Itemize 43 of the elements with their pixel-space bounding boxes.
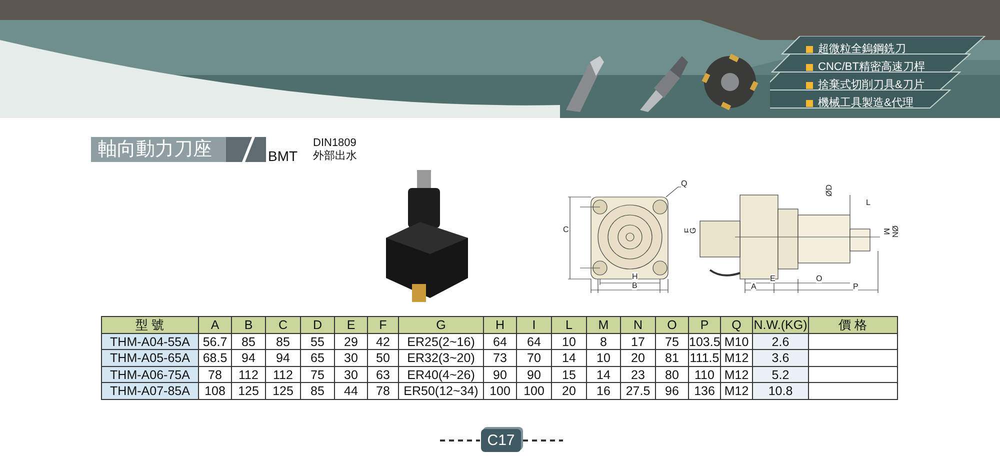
dimension-label: L bbox=[866, 198, 870, 207]
dimension-label: B bbox=[632, 281, 638, 290]
column-header: I bbox=[516, 316, 552, 334]
dimension-label: ØN bbox=[890, 226, 900, 238]
dimension-label: E bbox=[770, 274, 776, 283]
list-item: 超微粒全鎢鋼銑刀 bbox=[818, 42, 906, 57]
column-header: D bbox=[300, 316, 335, 334]
column-header: N bbox=[620, 316, 656, 334]
standard-note: DIN1809 bbox=[313, 137, 356, 150]
list-item: CNC/BT精密高速刀桿 bbox=[818, 60, 925, 75]
dimension-label: G bbox=[688, 227, 698, 234]
dimension-label: O bbox=[816, 274, 822, 283]
table-cell: 3.6 bbox=[752, 349, 809, 366]
list-item: 捨棄式切削刀具&刀片 bbox=[818, 78, 924, 93]
dimension-label: H bbox=[632, 272, 638, 281]
table-cell: 10.8 bbox=[752, 382, 809, 400]
table-cell: THM-A05-65A bbox=[101, 349, 199, 366]
column-header: P bbox=[688, 316, 721, 334]
dimension-label: A bbox=[751, 282, 756, 291]
column-header: L bbox=[551, 316, 587, 334]
column-header: M bbox=[586, 316, 621, 334]
column-header: 價 格 bbox=[808, 316, 898, 334]
column-header: 型 號 bbox=[101, 316, 199, 334]
column-header: H bbox=[483, 316, 517, 334]
column-header: Q bbox=[720, 316, 753, 334]
column-header: O bbox=[655, 316, 689, 334]
column-header: B bbox=[231, 316, 266, 334]
column-header: F bbox=[367, 316, 399, 334]
list-item: 機械工具製造&代理 bbox=[818, 96, 914, 111]
column-header: N.W.(KG) bbox=[752, 316, 809, 334]
column-header: G bbox=[398, 316, 484, 334]
subtitle: BMT bbox=[268, 148, 298, 164]
dimension-label: Q bbox=[681, 179, 688, 188]
dimension-label: ØD bbox=[824, 184, 834, 196]
table-cell: THM-A07-85A bbox=[101, 382, 199, 400]
dimension-label: P bbox=[853, 282, 858, 291]
page-number: C17 bbox=[481, 429, 521, 452]
dimension-label: C bbox=[563, 225, 569, 234]
column-header: E bbox=[334, 316, 368, 334]
dimension-label: M bbox=[882, 228, 891, 235]
column-header: A bbox=[198, 316, 232, 334]
coolant-note: 外部出水 bbox=[313, 150, 357, 163]
column-header: C bbox=[265, 316, 301, 334]
